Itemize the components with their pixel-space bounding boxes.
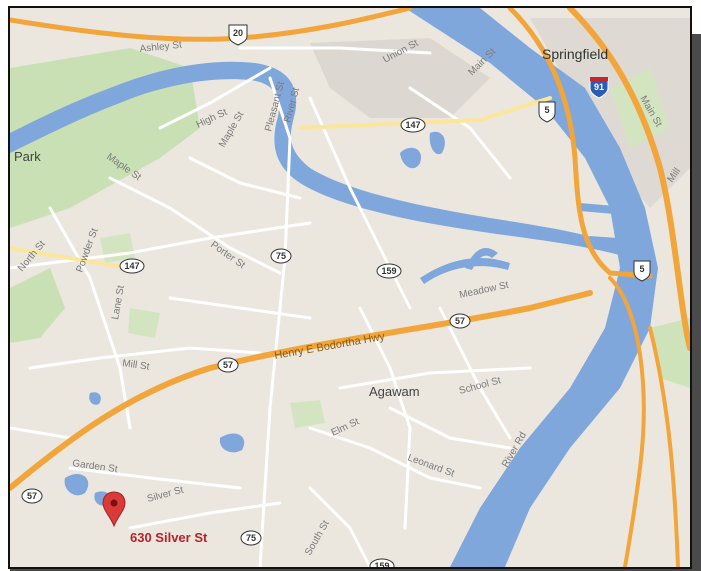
inlet [589,236,618,246]
pond [400,147,421,169]
pin-label: 630 Silver St [130,530,208,545]
svg-text:91: 91 [594,82,604,92]
park-area [128,308,160,338]
inlet [465,248,498,270]
park-area [290,400,325,428]
highway-route-5-east [608,276,646,567]
shield-interstate-91[interactable]: 91 [589,77,609,99]
frame-shadow-right [692,34,701,571]
svg-text:75: 75 [246,533,256,543]
svg-text:57: 57 [27,491,37,501]
shield-route-75[interactable]: 75 [240,530,262,546]
svg-text:5: 5 [639,264,644,274]
place-park: Park [14,149,41,164]
svg-text:159: 159 [374,561,389,567]
pond [64,473,89,496]
inlet [420,258,510,284]
pond [429,131,445,155]
river-connecticut [405,8,658,567]
shield-route-159[interactable]: 159 [369,558,395,567]
shield-route-20[interactable]: 20 [228,24,248,46]
svg-text:20: 20 [233,28,243,38]
shield-route-5[interactable]: 5 [538,101,556,123]
shield-route-57[interactable]: 57 [21,488,43,504]
highway-i91 [567,8,690,351]
street-label: Mill St [122,358,151,373]
state-routes [10,96,552,272]
place-agawam: Agawam [369,384,420,399]
urban-area [310,38,490,118]
park-area [10,48,200,228]
map-marker-icon[interactable] [102,491,126,528]
shield-route-159[interactable]: 159 [376,263,402,279]
svg-text:147: 147 [124,261,139,271]
inlet [580,203,615,214]
svg-text:57: 57 [455,316,465,326]
shield-route-147[interactable]: 147 [119,258,145,274]
shield-route-5[interactable]: 5 [633,260,651,282]
map-canvas[interactable]: Springfield Park Agawam Ashley St Union … [10,8,690,567]
svg-text:159: 159 [381,266,396,276]
shield-route-147[interactable]: 147 [400,117,426,133]
svg-text:75: 75 [276,251,286,261]
shield-route-57[interactable]: 57 [217,357,239,373]
place-springfield: Springfield [542,46,608,62]
shield-route-75[interactable]: 75 [270,248,292,264]
svg-text:57: 57 [223,360,233,370]
park-area [100,233,135,263]
location-pin[interactable] [102,491,126,528]
pond [219,433,245,453]
street-label: Ashley St [139,40,182,55]
shield-route-57[interactable]: 57 [449,313,471,329]
svg-text:5: 5 [544,105,549,115]
map-frame[interactable]: Springfield Park Agawam Ashley St Union … [8,6,692,569]
svg-text:147: 147 [405,120,420,130]
river-westfield [10,61,630,258]
pond [89,392,101,405]
park-area [10,268,65,343]
urban-area [530,18,690,208]
highway-route-5-south [648,326,680,567]
highway-route-5-west [507,8,653,279]
